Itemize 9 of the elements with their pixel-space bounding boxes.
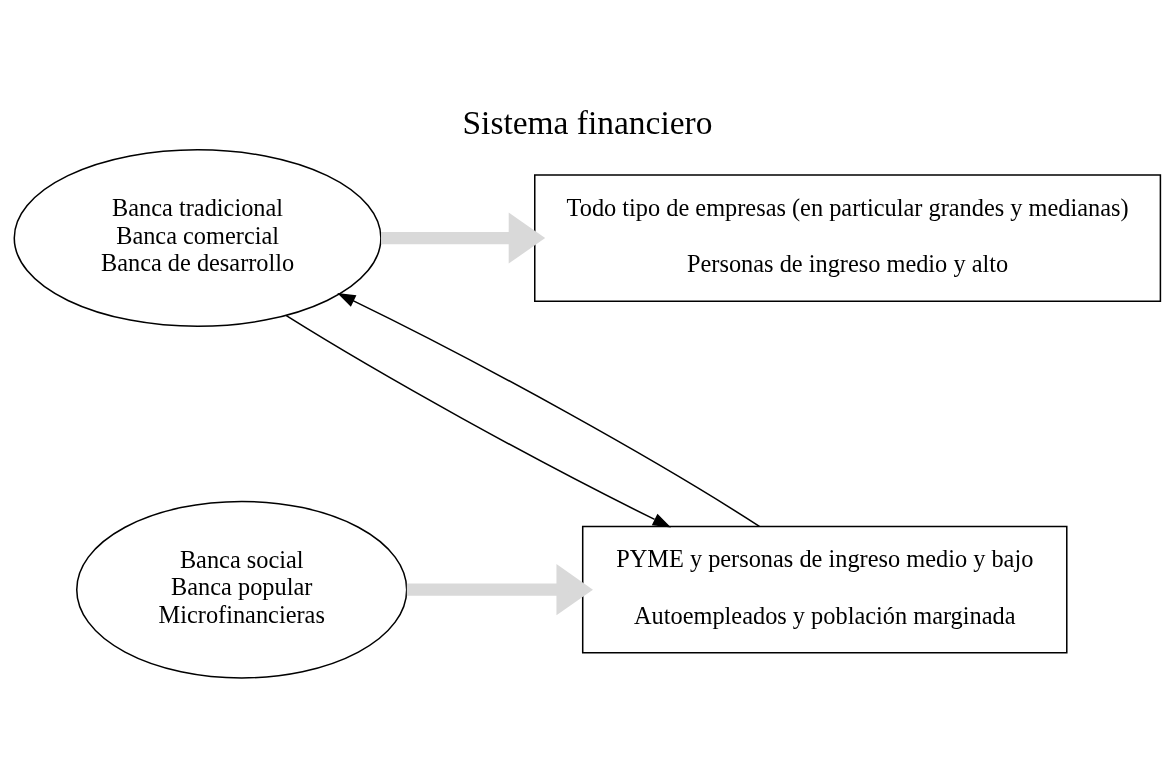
node-box: PYME y personas de ingreso medio y bajo Autoempleados y población marginada: [581, 525, 1068, 654]
node-ellipse: Banca tradicional Banca comercial Banca de desarrollo: [13, 149, 382, 328]
arrow: [285, 314, 672, 528]
diagram-title: Sistema financiero: [462, 103, 713, 141]
arrow: [381, 212, 546, 264]
arrow: [406, 564, 593, 616]
node-ellipse: Banca social Banca popular Microfinancieras: [76, 500, 408, 679]
arrow: [337, 293, 761, 528]
node-box: Todo tipo de empresas (en particular grandes y medianas) Personas de ingreso medio y alto: [534, 174, 1162, 302]
